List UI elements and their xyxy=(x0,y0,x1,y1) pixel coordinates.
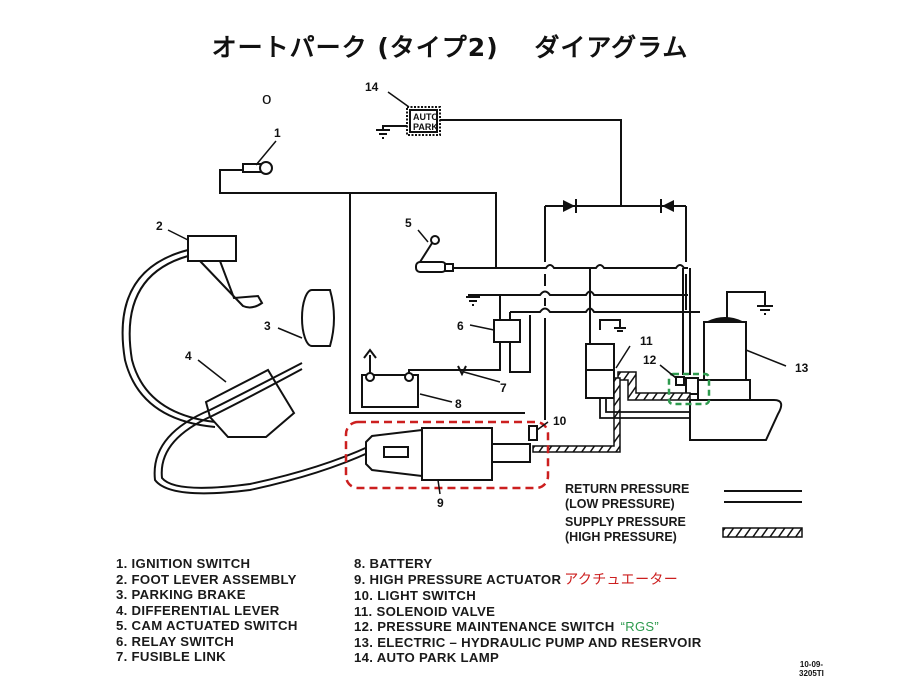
callout-9: 9 xyxy=(437,496,444,510)
callout-6: 6 xyxy=(457,319,464,333)
part-item-text: 14. AUTO PARK LAMP xyxy=(354,650,500,665)
part-item: 7. FUSIBLE LINK xyxy=(116,649,227,664)
part-item-text: 13. ELECTRIC – HYDRAULIC PUMP AND RESERV… xyxy=(354,634,702,650)
part-item: 2. FOOT LEVER ASSEMBLY xyxy=(116,571,297,587)
return-pressure-label: RETURN PRESSURE xyxy=(565,482,690,496)
supply-pressure-lines xyxy=(532,371,691,453)
mechanical-linkage xyxy=(121,235,371,495)
callout-3: 3 xyxy=(264,319,271,333)
rgs-highlight-box xyxy=(667,372,711,406)
part-item: 3. PARKING BRAKE xyxy=(116,587,246,602)
callout-12: 12 xyxy=(643,353,657,367)
callout-4: 4 xyxy=(185,349,192,363)
callout-13: 13 xyxy=(795,361,809,375)
part-item: 14. AUTO PARK LAMP xyxy=(354,650,702,666)
supply-pressure-sublabel: (HIGH PRESSURE) xyxy=(565,530,677,544)
parts-list-left: 1. IGNITION SWITCH 2. FOOT LEVER ASSEMBL… xyxy=(116,556,298,665)
part-item-text: 8. BATTERY xyxy=(354,556,433,571)
part-item: 12. PRESSURE MAINTENANCE SWITCH “RGS” xyxy=(354,619,702,635)
diagram-title: オートパーク (タイプ2) ダイアグラム xyxy=(211,33,689,62)
part-item-text: 12. PRESSURE MAINTENANCE SWITCH xyxy=(354,619,615,634)
part-item-text: 11. SOLENOID VALVE xyxy=(354,603,496,619)
callout-10: 10 xyxy=(553,414,567,428)
drawing-number: 10-09- 3205TI xyxy=(799,660,824,678)
part-item: 13. ELECTRIC – HYDRAULIC PUMP AND RESERV… xyxy=(354,635,702,651)
part-item: 11. SOLENOID VALVE xyxy=(354,604,702,620)
stray-mark: o xyxy=(262,89,271,108)
auto-park-lamp-text-1: AUTO xyxy=(413,112,438,122)
rgs-annotation: “RGS” xyxy=(620,619,659,634)
supply-pressure-label: SUPPLY PRESSURE xyxy=(565,515,686,529)
high-pressure-actuator xyxy=(365,425,538,481)
callout-8: 8 xyxy=(455,397,462,411)
wiring xyxy=(219,106,773,420)
leader-lines xyxy=(167,91,787,495)
drawing-number-line-2: 3205TI xyxy=(799,669,824,678)
return-pressure-sublabel: (LOW PRESSURE) xyxy=(565,497,675,511)
auto-park-lamp-text-2: PARK xyxy=(413,122,438,132)
callout-7: 7 xyxy=(500,381,507,395)
part-item: 6. RELAY SWITCH xyxy=(116,633,235,649)
diode-right-icon xyxy=(660,199,674,213)
drawing-number-line-1: 10-09- xyxy=(799,660,824,669)
part-item: 1. IGNITION SWITCH xyxy=(116,556,251,571)
actuator-highlight-box xyxy=(344,420,550,490)
callout-14: 14 xyxy=(365,80,379,94)
callout-11: 11 xyxy=(640,334,653,348)
return-pressure-lines xyxy=(599,398,690,419)
part-item: 4. DIFFERENTIAL LEVER xyxy=(116,602,280,618)
hydraulic-unit xyxy=(585,317,783,441)
callout-2: 2 xyxy=(156,219,163,233)
diode-left-icon xyxy=(563,199,577,213)
part-item: 5. CAM ACTUATED SWITCH xyxy=(116,618,298,633)
part-item-text: 10. LIGHT SWITCH xyxy=(354,588,477,603)
part-item: 8. BATTERY xyxy=(354,556,702,572)
part-item-text: 9. HIGH PRESSURE ACTUATOR xyxy=(354,571,562,587)
callout-5: 5 xyxy=(405,216,412,230)
pressure-key: RETURN PRESSURE (LOW PRESSURE) SUPPLY PR… xyxy=(565,482,689,548)
part-item: 10. LIGHT SWITCH xyxy=(354,588,702,604)
pressure-key-symbols xyxy=(722,490,803,538)
callout-1: 1 xyxy=(274,126,281,140)
actuator-jp-annotation: アクチュエーター xyxy=(564,571,678,588)
